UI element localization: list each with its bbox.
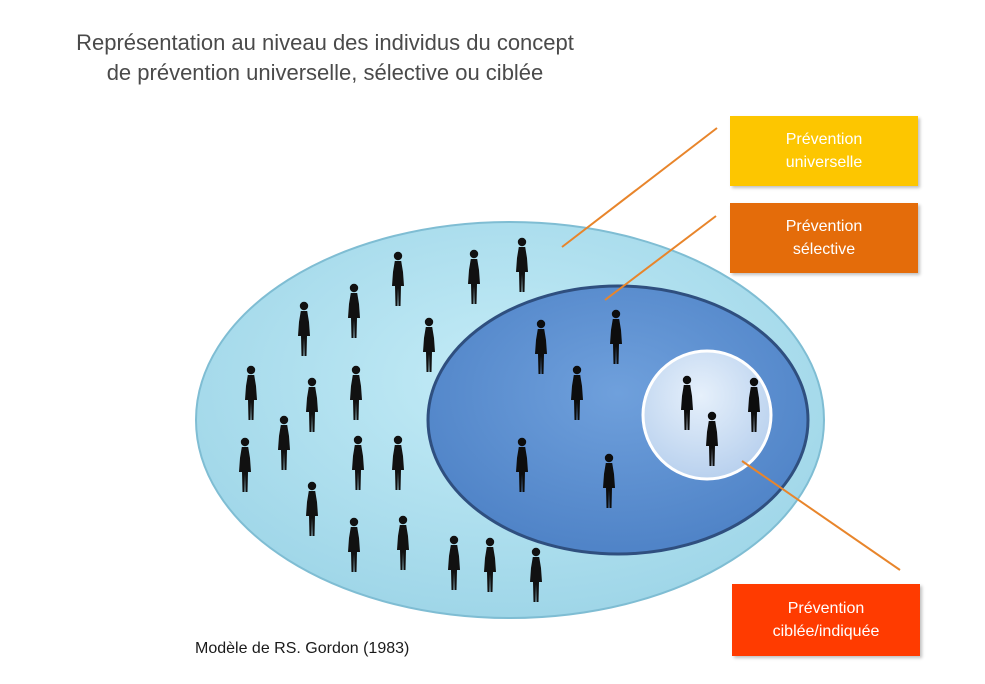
diagram-title: Représentation au niveau des individus d… bbox=[0, 28, 650, 88]
label-line: Prévention bbox=[785, 218, 863, 235]
leader-line-ciblee bbox=[741, 460, 901, 571]
leader-line-universelle bbox=[561, 127, 718, 248]
label-line: sélective bbox=[792, 241, 856, 258]
title-line-1: Représentation au niveau des individus d… bbox=[76, 30, 574, 55]
label-prevention-universelle: Prévention universelle bbox=[730, 116, 918, 186]
model-credit: Modèle de RS. Gordon (1983) bbox=[195, 640, 410, 657]
label-prevention-selective: Prévention sélective bbox=[730, 203, 918, 273]
targeted-group-circle bbox=[641, 349, 773, 481]
label-line: Prévention bbox=[785, 131, 863, 148]
label-prevention-ciblee: Prévention ciblée/indiquée bbox=[732, 584, 920, 656]
leader-line-selective bbox=[604, 215, 717, 301]
label-line: Prévention bbox=[787, 600, 865, 617]
label-line: ciblée/indiquée bbox=[772, 623, 880, 640]
label-line: universelle bbox=[785, 154, 863, 171]
title-line-2: de prévention universelle, sélective ou … bbox=[106, 60, 544, 85]
